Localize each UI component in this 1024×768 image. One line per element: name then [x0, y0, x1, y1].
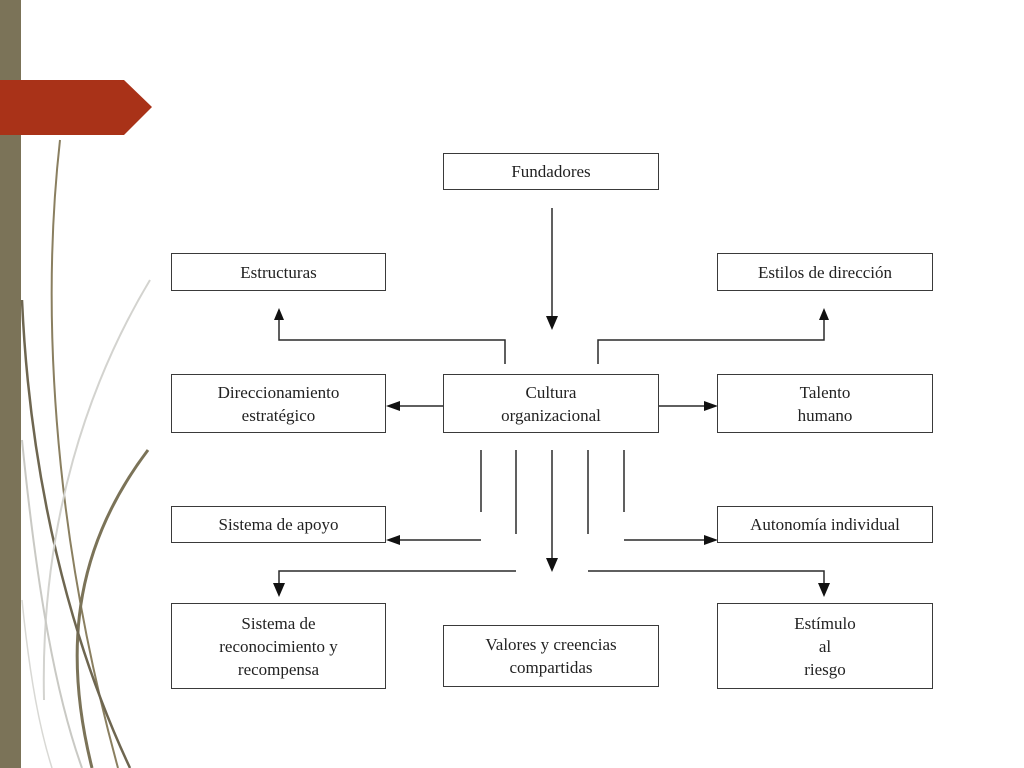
arrowhead-up — [819, 308, 829, 320]
node-label: reconocimiento y — [219, 636, 338, 656]
node-label: al — [818, 636, 832, 656]
node-label: recompensa — [237, 659, 320, 679]
arrowhead-right — [704, 535, 718, 545]
node-direccionamiento-estrategico: Direccionamiento estratégico — [171, 374, 386, 433]
node-label: Estilos de dirección — [757, 262, 893, 282]
node-label: Valores y creencias — [485, 635, 617, 654]
decorative-leaf-lines — [20, 139, 151, 768]
node-estimulo-riesgo: Estímulo al riesgo — [717, 603, 933, 689]
node-label: Estructuras — [240, 262, 317, 282]
connector-reconocimiento — [278, 570, 516, 585]
arrowhead-up — [274, 308, 284, 320]
node-label: Estímulo — [794, 613, 856, 633]
leaf-line — [21, 439, 83, 768]
arrowhead-down — [818, 583, 830, 597]
node-label: humano — [797, 405, 853, 425]
arrowhead-down — [546, 558, 558, 572]
node-estilos-direccion: Estilos de dirección — [717, 253, 933, 291]
connector-cultura-estructuras — [278, 318, 506, 364]
node-cultura-organizacional: Cultura organizacional — [443, 374, 659, 433]
node-label: organizacional — [501, 405, 601, 425]
connector-estimulo — [588, 570, 825, 585]
node-label: estratégico — [241, 405, 316, 425]
node-label: compartidas — [509, 658, 593, 677]
node-label: riesgo — [804, 659, 846, 679]
node-label: Fundadores — [511, 162, 591, 181]
leaf-line — [50, 139, 119, 768]
leaf-line — [20, 299, 132, 768]
node-fundadores: Fundadores — [443, 153, 659, 190]
node-label: Cultura — [525, 382, 577, 402]
leaf-line — [21, 599, 53, 768]
arrowhead-down — [273, 583, 285, 597]
node-sistema-reconocimiento: Sistema de reconocimiento y recompensa — [171, 603, 386, 689]
node-label: Autonomía individual — [750, 515, 900, 534]
node-label: Sistema de apoyo — [218, 515, 339, 534]
leaf-line — [42, 279, 151, 701]
node-autonomia-individual: Autonomía individual — [717, 506, 933, 543]
connector-cultura-estilos — [597, 318, 825, 364]
node-label: Direccionamiento — [217, 382, 340, 402]
sidebar-stripe — [0, 0, 21, 768]
node-label: Sistema de — [241, 613, 316, 633]
leaf-line — [75, 449, 150, 768]
node-valores-creencias: Valores y creencias compartidas — [443, 625, 659, 687]
arrowhead-left — [386, 535, 400, 545]
arrowhead-down — [546, 316, 558, 330]
node-estructuras: Estructuras — [171, 253, 386, 291]
title-accent-arrow — [0, 80, 152, 135]
arrowhead-left — [386, 401, 400, 411]
node-label: Talento — [799, 382, 851, 402]
node-sistema-apoyo: Sistema de apoyo — [171, 506, 386, 543]
node-talento-humano: Talento humano — [717, 374, 933, 433]
arrowhead-right — [704, 401, 718, 411]
